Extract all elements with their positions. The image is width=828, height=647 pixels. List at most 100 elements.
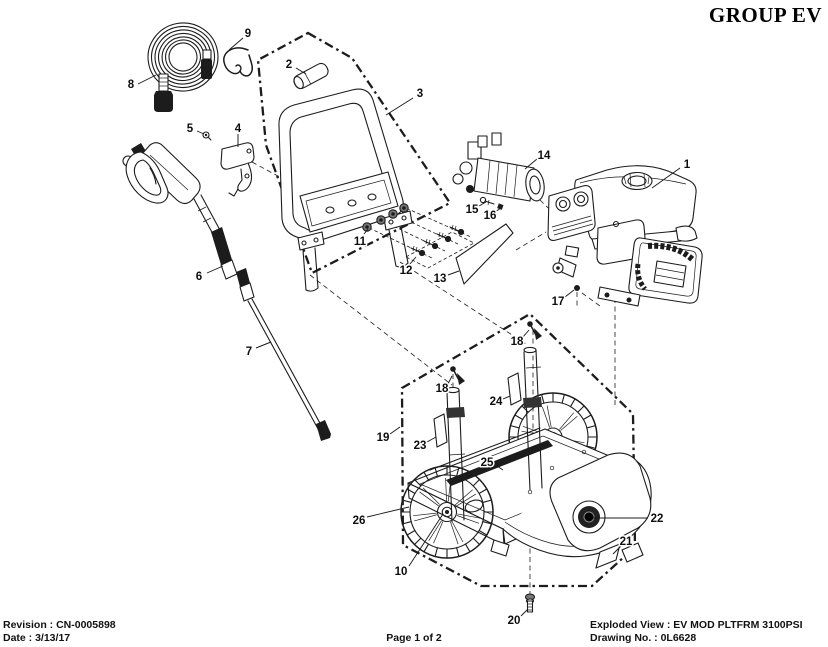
- callout-24: 24: [488, 395, 511, 410]
- callout-11: 11: [352, 228, 369, 250]
- svg-text:3: 3: [417, 88, 423, 100]
- svg-text:14: 14: [538, 150, 551, 162]
- svg-text:6: 6: [196, 271, 202, 283]
- engine-mount-nut: [574, 285, 580, 291]
- high-pressure-hose-coil: [147, 22, 219, 112]
- callout-12: 12: [398, 256, 417, 279]
- callout-23: 23: [412, 436, 437, 454]
- cart-assembly-dashed-box: [400, 312, 637, 588]
- handle-left-leg: [297, 231, 325, 292]
- callout-4: 4: [233, 122, 243, 147]
- engine: [547, 165, 703, 307]
- svg-text:24: 24: [490, 396, 503, 408]
- decal-right: [507, 372, 522, 406]
- cart-frame: [400, 321, 652, 569]
- handle-right-leg: [383, 210, 413, 268]
- svg-text:25: 25: [481, 457, 494, 469]
- bolt: [436, 231, 452, 243]
- svg-text:7: 7: [246, 346, 252, 358]
- handle-grip-tube: [293, 62, 329, 90]
- svg-text:18: 18: [511, 336, 524, 348]
- hose-fitting-rear: [201, 49, 212, 79]
- date-text: Date : 3/13/17: [3, 632, 71, 644]
- front-wheel: [400, 465, 494, 559]
- callout-1: 1: [651, 158, 692, 189]
- holster-screw: [202, 131, 212, 141]
- callout-20: 20: [506, 608, 529, 629]
- callout-10: 10: [393, 513, 444, 580]
- bolt-set: [405, 224, 475, 269]
- spray-lance: [236, 268, 331, 441]
- callout-16: 16: [482, 207, 502, 224]
- svg-text:13: 13: [434, 273, 447, 285]
- callout-22: 22: [593, 512, 665, 527]
- bolt: [423, 238, 439, 250]
- drawing-title: GROUP EV: [708, 3, 822, 27]
- svg-text:17: 17: [552, 296, 565, 308]
- post-bolt-left: [450, 366, 465, 385]
- svg-text:8: 8: [128, 79, 135, 91]
- svg-text:16: 16: [484, 210, 497, 222]
- svg-text:1: 1: [684, 159, 691, 171]
- hose-fitting-front: [154, 73, 173, 112]
- side-shroud: [490, 452, 652, 563]
- drawing-number-text: Drawing No. : 0L6628: [590, 632, 697, 644]
- hose-hook: [223, 47, 253, 77]
- svg-text:9: 9: [245, 28, 251, 40]
- svg-text:22: 22: [651, 513, 664, 525]
- shaft-key: [497, 203, 504, 210]
- svg-text:5: 5: [187, 123, 194, 135]
- axle-bolt: [524, 593, 536, 613]
- callout-15: 15: [464, 201, 487, 218]
- gun-holster-bracket: [220, 142, 255, 197]
- callout-3: 3: [385, 87, 425, 116]
- svg-text:26: 26: [353, 515, 366, 527]
- callout-19: 19: [375, 426, 401, 446]
- bolt: [449, 224, 465, 236]
- pump-bolt: [479, 196, 495, 206]
- footer-drawing-block: Exploded View : EV MOD PLTFRM 3100PSI Dr…: [590, 619, 803, 645]
- callout-21: 21: [612, 535, 634, 555]
- bolt: [410, 245, 426, 257]
- svg-text:18: 18: [436, 383, 449, 395]
- page-number: Page 1 of 2: [386, 632, 442, 644]
- svg-text:15: 15: [466, 204, 479, 216]
- callout-2: 2: [284, 58, 307, 75]
- callout-9: 9: [228, 27, 253, 51]
- footer-revision-block: Revision : CN-0005898 Date : 3/13/17: [3, 619, 116, 645]
- revision-text: Revision : CN-0005898: [3, 619, 116, 631]
- callout-25: 25: [479, 456, 504, 471]
- callout-6: 6: [194, 265, 224, 285]
- svg-text:23: 23: [414, 440, 427, 452]
- decal-21: [595, 543, 621, 569]
- svg-text:11: 11: [354, 236, 367, 248]
- decal-left: [433, 413, 448, 448]
- callout-13: 13: [432, 270, 460, 287]
- svg-text:21: 21: [620, 536, 633, 548]
- callout-18: 18: [509, 329, 530, 350]
- side-panel: [455, 223, 514, 285]
- svg-text:10: 10: [395, 566, 408, 578]
- callout-14: 14: [524, 149, 552, 170]
- fuel-cap: [621, 171, 653, 191]
- right-handle-post: [523, 346, 543, 491]
- handle-frame: [278, 88, 413, 292]
- svg-text:20: 20: [508, 615, 521, 627]
- svg-text:2: 2: [286, 59, 292, 71]
- svg-text:19: 19: [377, 432, 390, 444]
- flange-nuts: [362, 203, 409, 232]
- callout-26: 26: [351, 506, 410, 529]
- spray-gun: [122, 142, 238, 280]
- callout-5: 5: [185, 122, 205, 137]
- pump-assembly: [452, 132, 545, 202]
- callout-17: 17: [550, 289, 575, 310]
- svg-text:4: 4: [235, 123, 242, 135]
- callout-8: 8: [126, 74, 157, 93]
- callout-7: 7: [244, 341, 272, 360]
- exploded-view-text: Exploded View : EV MOD PLTFRM 3100PSI: [590, 619, 803, 631]
- post-bolt-right: [527, 321, 542, 340]
- svg-text:12: 12: [400, 265, 413, 277]
